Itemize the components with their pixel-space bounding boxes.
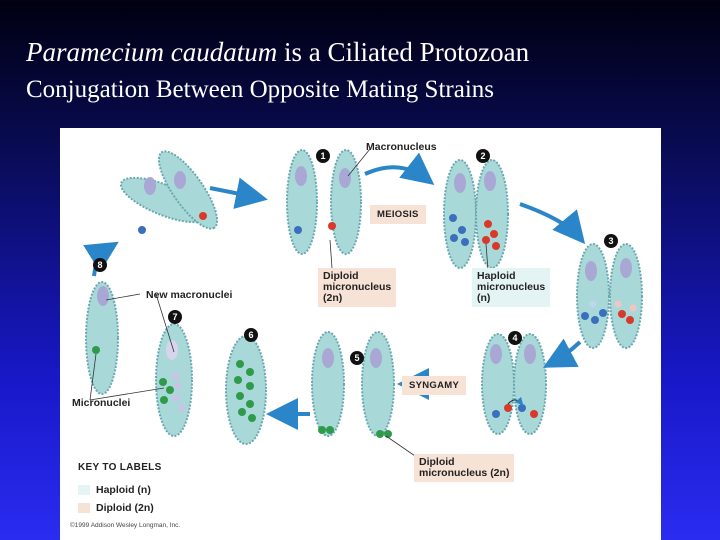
- step-3-badge: 3: [604, 234, 618, 248]
- cell-pair-step5: [312, 332, 394, 438]
- diagram-artwork: [60, 128, 661, 540]
- diploid-micronucleus-box: Diploid micronucleus (2n): [318, 268, 396, 307]
- cell-pair-step3: [577, 244, 642, 348]
- diploid-swatch: [78, 503, 90, 513]
- diploid-micronucleus-box-2: Diploid micronucleus (2n): [414, 454, 514, 482]
- key-haploid-label: Haploid (n): [96, 484, 151, 496]
- slide-subtitle: Conjugation Between Opposite Mating Stra…: [26, 74, 706, 106]
- cell-step7: [156, 324, 192, 436]
- conjugation-diagram: 1 2 3 4 5 6 7 8 Macronucleus MEIOSIS SYN…: [60, 128, 661, 540]
- step-5-badge: 5: [350, 351, 364, 365]
- cell-pair-step2: [444, 160, 508, 268]
- title-species: Paramecium caudatum: [26, 37, 277, 67]
- step-7-badge: 7: [168, 310, 182, 324]
- key-haploid-row: Haploid (n): [78, 484, 151, 496]
- step-8-badge: 8: [93, 258, 107, 272]
- cell-pair-step4: [482, 334, 546, 434]
- diploid-box-line3: (2n): [323, 293, 391, 304]
- new-macronuclei-label: New macronuclei: [146, 290, 232, 301]
- step-4-badge: 4: [508, 331, 522, 345]
- step-1-badge: 1: [316, 149, 330, 163]
- haploid-box-line3: (n): [477, 293, 545, 304]
- micronuclei-label: Micronuclei: [72, 398, 130, 409]
- diploid2-box-line2: micronucleus (2n): [419, 468, 509, 479]
- step-2-badge: 2: [476, 149, 490, 163]
- key-title: KEY TO LABELS: [78, 462, 162, 473]
- syngamy-tag: SYNGAMY: [402, 376, 466, 395]
- cell-step6: [226, 336, 266, 444]
- cell-pair-step1: [287, 150, 361, 254]
- haploid-micronucleus-box: Haploid micronucleus (n): [472, 268, 550, 307]
- haploid-swatch: [78, 485, 90, 495]
- step-6-badge: 6: [244, 328, 258, 342]
- copyright-text: ©1999 Addison Wesley Longman, Inc.: [70, 522, 180, 529]
- title-rest: is a Ciliated Protozoan: [277, 37, 529, 67]
- meiosis-tag: MEIOSIS: [370, 205, 426, 224]
- key-diploid-row: Diploid (2n): [78, 502, 154, 514]
- key-diploid-label: Diploid (2n): [96, 502, 154, 514]
- slide-title: Paramecium caudatum is a Ciliated Protoz…: [26, 36, 706, 68]
- macronucleus-label: Macronucleus: [366, 142, 437, 153]
